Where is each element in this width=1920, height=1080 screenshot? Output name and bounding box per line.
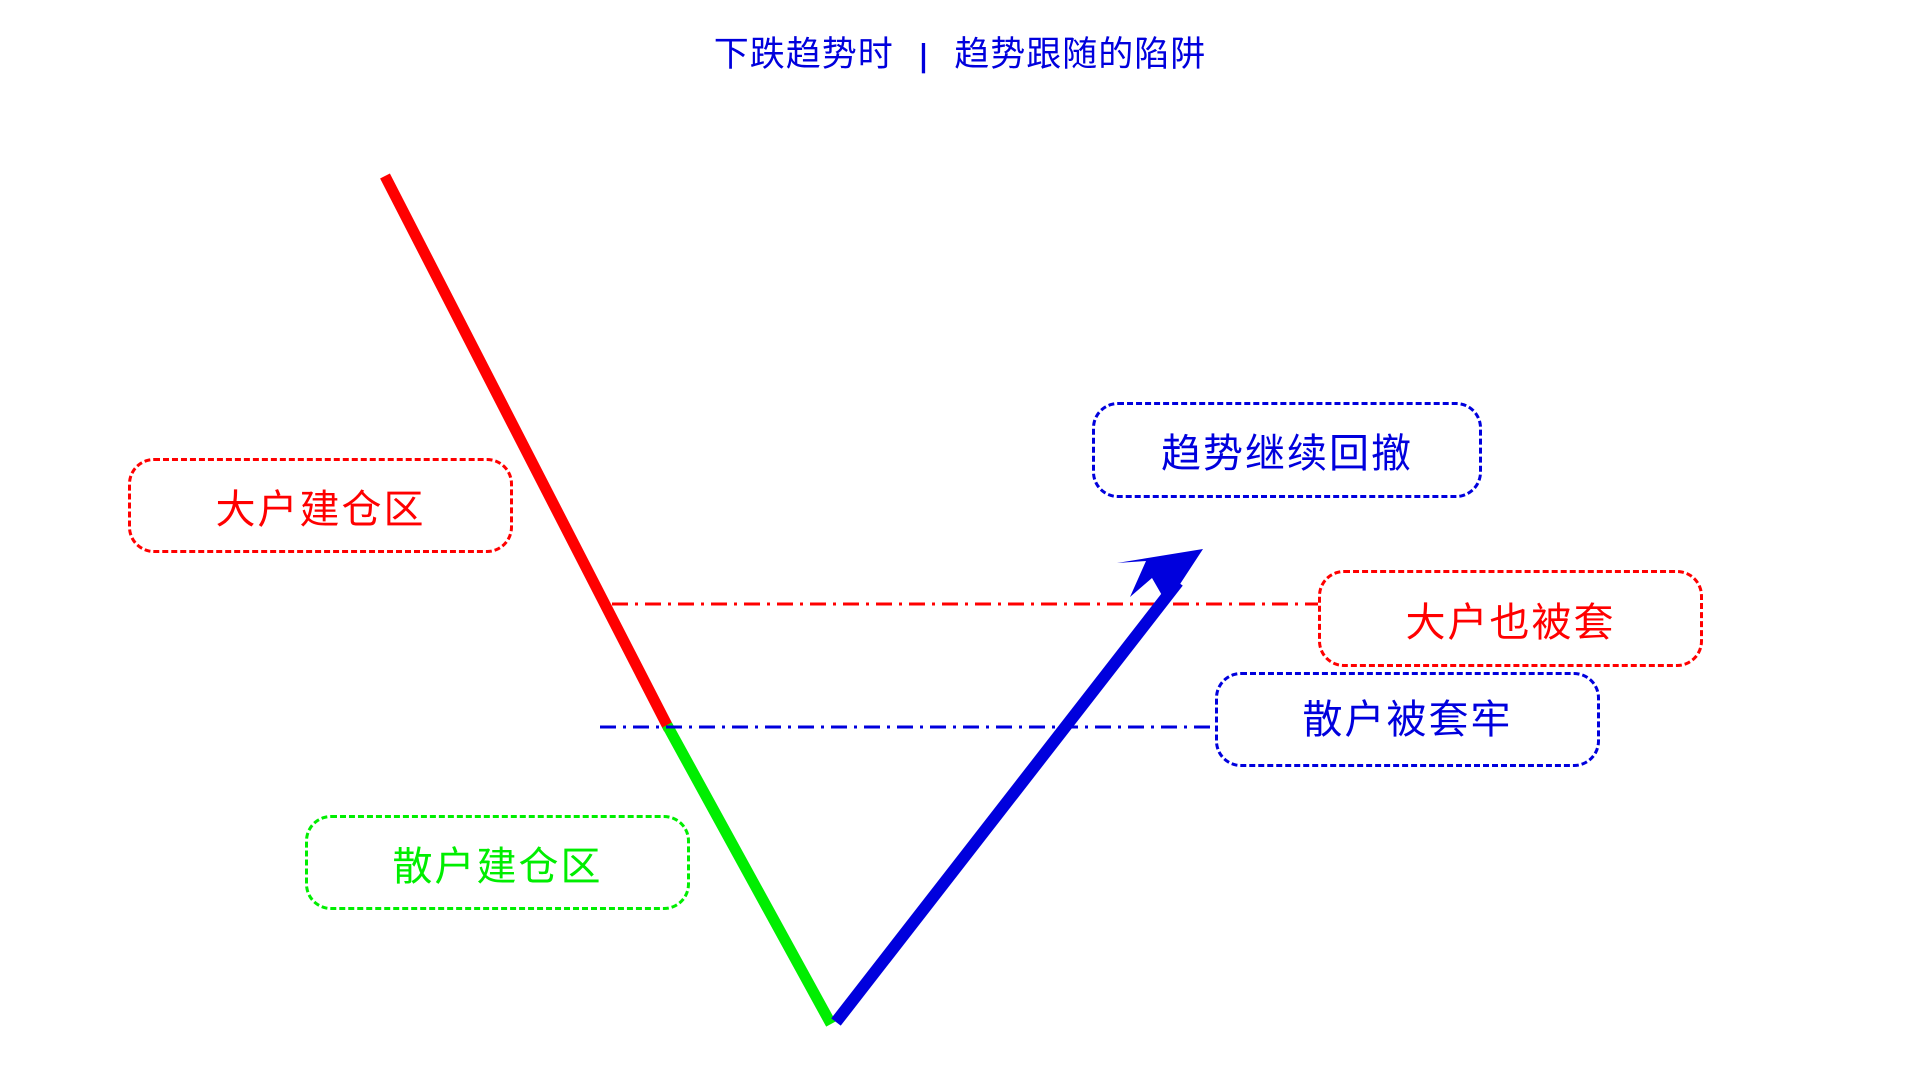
callout-retail-accumulation-zone[interactable]: 散户建仓区	[305, 815, 690, 910]
callout-trend-continues-pullback-label: 趋势继续回撤	[1161, 431, 1413, 477]
callout-retail-trapped-tight-label: 散户被套牢	[1302, 696, 1513, 743]
downtrend-line-green	[662, 722, 836, 1027]
rebound-arrow-blue	[831, 549, 1203, 1026]
callout-whale-accumulation-zone[interactable]: 大户建仓区	[128, 458, 513, 553]
page-title-right: 趋势跟随的陷阱	[954, 35, 1207, 75]
page-title-left: 下跌趋势时	[713, 35, 894, 75]
callout-whale-accumulation-zone-label: 大户建仓区	[215, 486, 426, 533]
callout-retail-accumulation-zone-label: 散户建仓区	[392, 843, 603, 890]
callout-whale-also-trapped[interactable]: 大户也被套	[1318, 570, 1703, 667]
callout-trend-continues-pullback[interactable]: 趋势继续回撤	[1092, 402, 1482, 498]
page-title: 下跌趋势时 | 趋势跟随的陷阱	[0, 36, 1920, 75]
callout-retail-trapped-tight[interactable]: 散户被套牢	[1215, 672, 1600, 767]
callout-whale-also-trapped-label: 大户也被套	[1405, 599, 1616, 646]
downtrend-line-red	[380, 173, 674, 732]
page-title-separator: |	[918, 39, 930, 74]
